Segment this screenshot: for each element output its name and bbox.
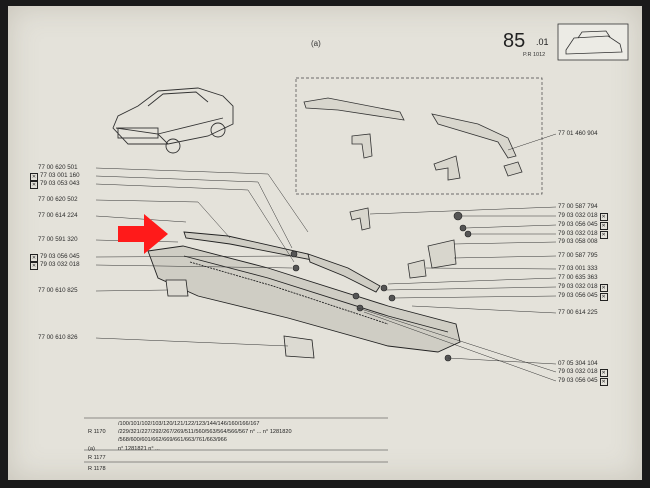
page-number: 85 bbox=[503, 30, 526, 52]
table-lines bbox=[84, 417, 388, 463]
part-code-right: 07 05 304 104 bbox=[558, 360, 598, 367]
part-code-right-row: 79 03 056 045✕ bbox=[558, 221, 608, 230]
page-subnumber: .01 bbox=[536, 37, 549, 47]
part-code-right: 77 00 614 225 bbox=[558, 309, 598, 316]
part-code-left: 77 00 591 320 bbox=[38, 236, 78, 243]
leader-lines-right bbox=[357, 133, 557, 382]
part-code-left: 77 00 610 825 bbox=[38, 287, 78, 294]
table-line-3: /568/600/601/662/669/661/663/761/663/966 bbox=[118, 437, 227, 443]
table-model-2: R 1177 bbox=[88, 455, 106, 461]
section-label: (a) bbox=[311, 39, 321, 48]
exploded-diagram bbox=[84, 23, 629, 463]
part-code-left: 77 00 620 502 bbox=[38, 196, 78, 203]
side-brackets bbox=[349, 207, 457, 279]
marker-box-icon: ✕ bbox=[599, 369, 608, 377]
dashed-inset-box bbox=[295, 77, 543, 195]
car-thumbnail-icon bbox=[557, 23, 629, 61]
table-line-4: n° 1281821 n° ... bbox=[118, 446, 160, 452]
marker-box-icon: ✕ bbox=[599, 284, 608, 292]
table-model-3: R 1178 bbox=[88, 466, 106, 472]
marker-box-icon: ✕ bbox=[30, 254, 38, 262]
marker-box-icon: ✕ bbox=[599, 293, 608, 301]
overrider-parts bbox=[165, 279, 315, 359]
marker-box-icon: ✕ bbox=[30, 262, 38, 270]
part-code-right-row: 79 03 032 018✕ bbox=[558, 230, 608, 239]
part-code-left-row: ✕79 03 056 045 bbox=[30, 253, 80, 262]
marker-box-icon: ✕ bbox=[599, 213, 608, 221]
part-code-left: 77 00 614 224 bbox=[38, 212, 78, 219]
part-code-right-row: 79 03 056 045✕ bbox=[558, 377, 608, 386]
part-code-left-row: ✕79 03 053 043 bbox=[30, 180, 80, 189]
part-code-right-row: 79 03 056 045✕ bbox=[558, 292, 608, 301]
table-marker-a: (a) bbox=[88, 446, 95, 452]
part-code-right-row: 79 03 032 018✕ bbox=[558, 212, 608, 221]
marker-box-icon: ✕ bbox=[30, 173, 38, 181]
table-line-1: /100/101/102/103/120/121/122/123/144/146… bbox=[118, 421, 260, 427]
part-code-right: 77 01 460 904 bbox=[558, 130, 598, 137]
part-code-right-row: 79 03 032 018✕ bbox=[558, 368, 608, 377]
table-model-1: R 1170 bbox=[88, 429, 106, 435]
part-code-right-row: 79 03 032 018✕ bbox=[558, 283, 608, 292]
marker-box-icon: ✕ bbox=[599, 231, 608, 239]
marker-box-icon: ✕ bbox=[30, 181, 38, 189]
car-illustration bbox=[112, 87, 234, 154]
page-reference: P.R 1012 bbox=[523, 52, 546, 58]
part-code-right: 77 03 001 333 bbox=[558, 265, 598, 272]
part-code-right: 77 00 635 363 bbox=[558, 274, 598, 281]
bumper-assembly bbox=[147, 231, 461, 353]
part-code-left-row: ✕79 03 032 018 bbox=[30, 261, 80, 270]
part-code-left: 77 00 610 826 bbox=[38, 334, 78, 341]
part-code-left-row: ✕77 03 001 160 bbox=[30, 172, 80, 181]
part-code-right: 79 03 058 008 bbox=[558, 238, 598, 245]
inset-brackets bbox=[303, 97, 523, 181]
marker-box-icon: ✕ bbox=[599, 378, 608, 386]
leader-lines-left bbox=[95, 167, 309, 347]
red-arrow-icon bbox=[118, 214, 168, 254]
part-code-right: 77 00 587 794 bbox=[558, 203, 598, 210]
parts-catalogue-page: (a) 85 .01 P.R 1012 bbox=[8, 6, 642, 480]
part-code-left: 77 00 620 501 bbox=[38, 164, 78, 171]
marker-box-icon: ✕ bbox=[599, 222, 608, 230]
part-code-right: 77 00 587 795 bbox=[558, 252, 598, 259]
table-line-2: /229/321/227/292/267/269/511/560/563/564… bbox=[118, 429, 292, 435]
